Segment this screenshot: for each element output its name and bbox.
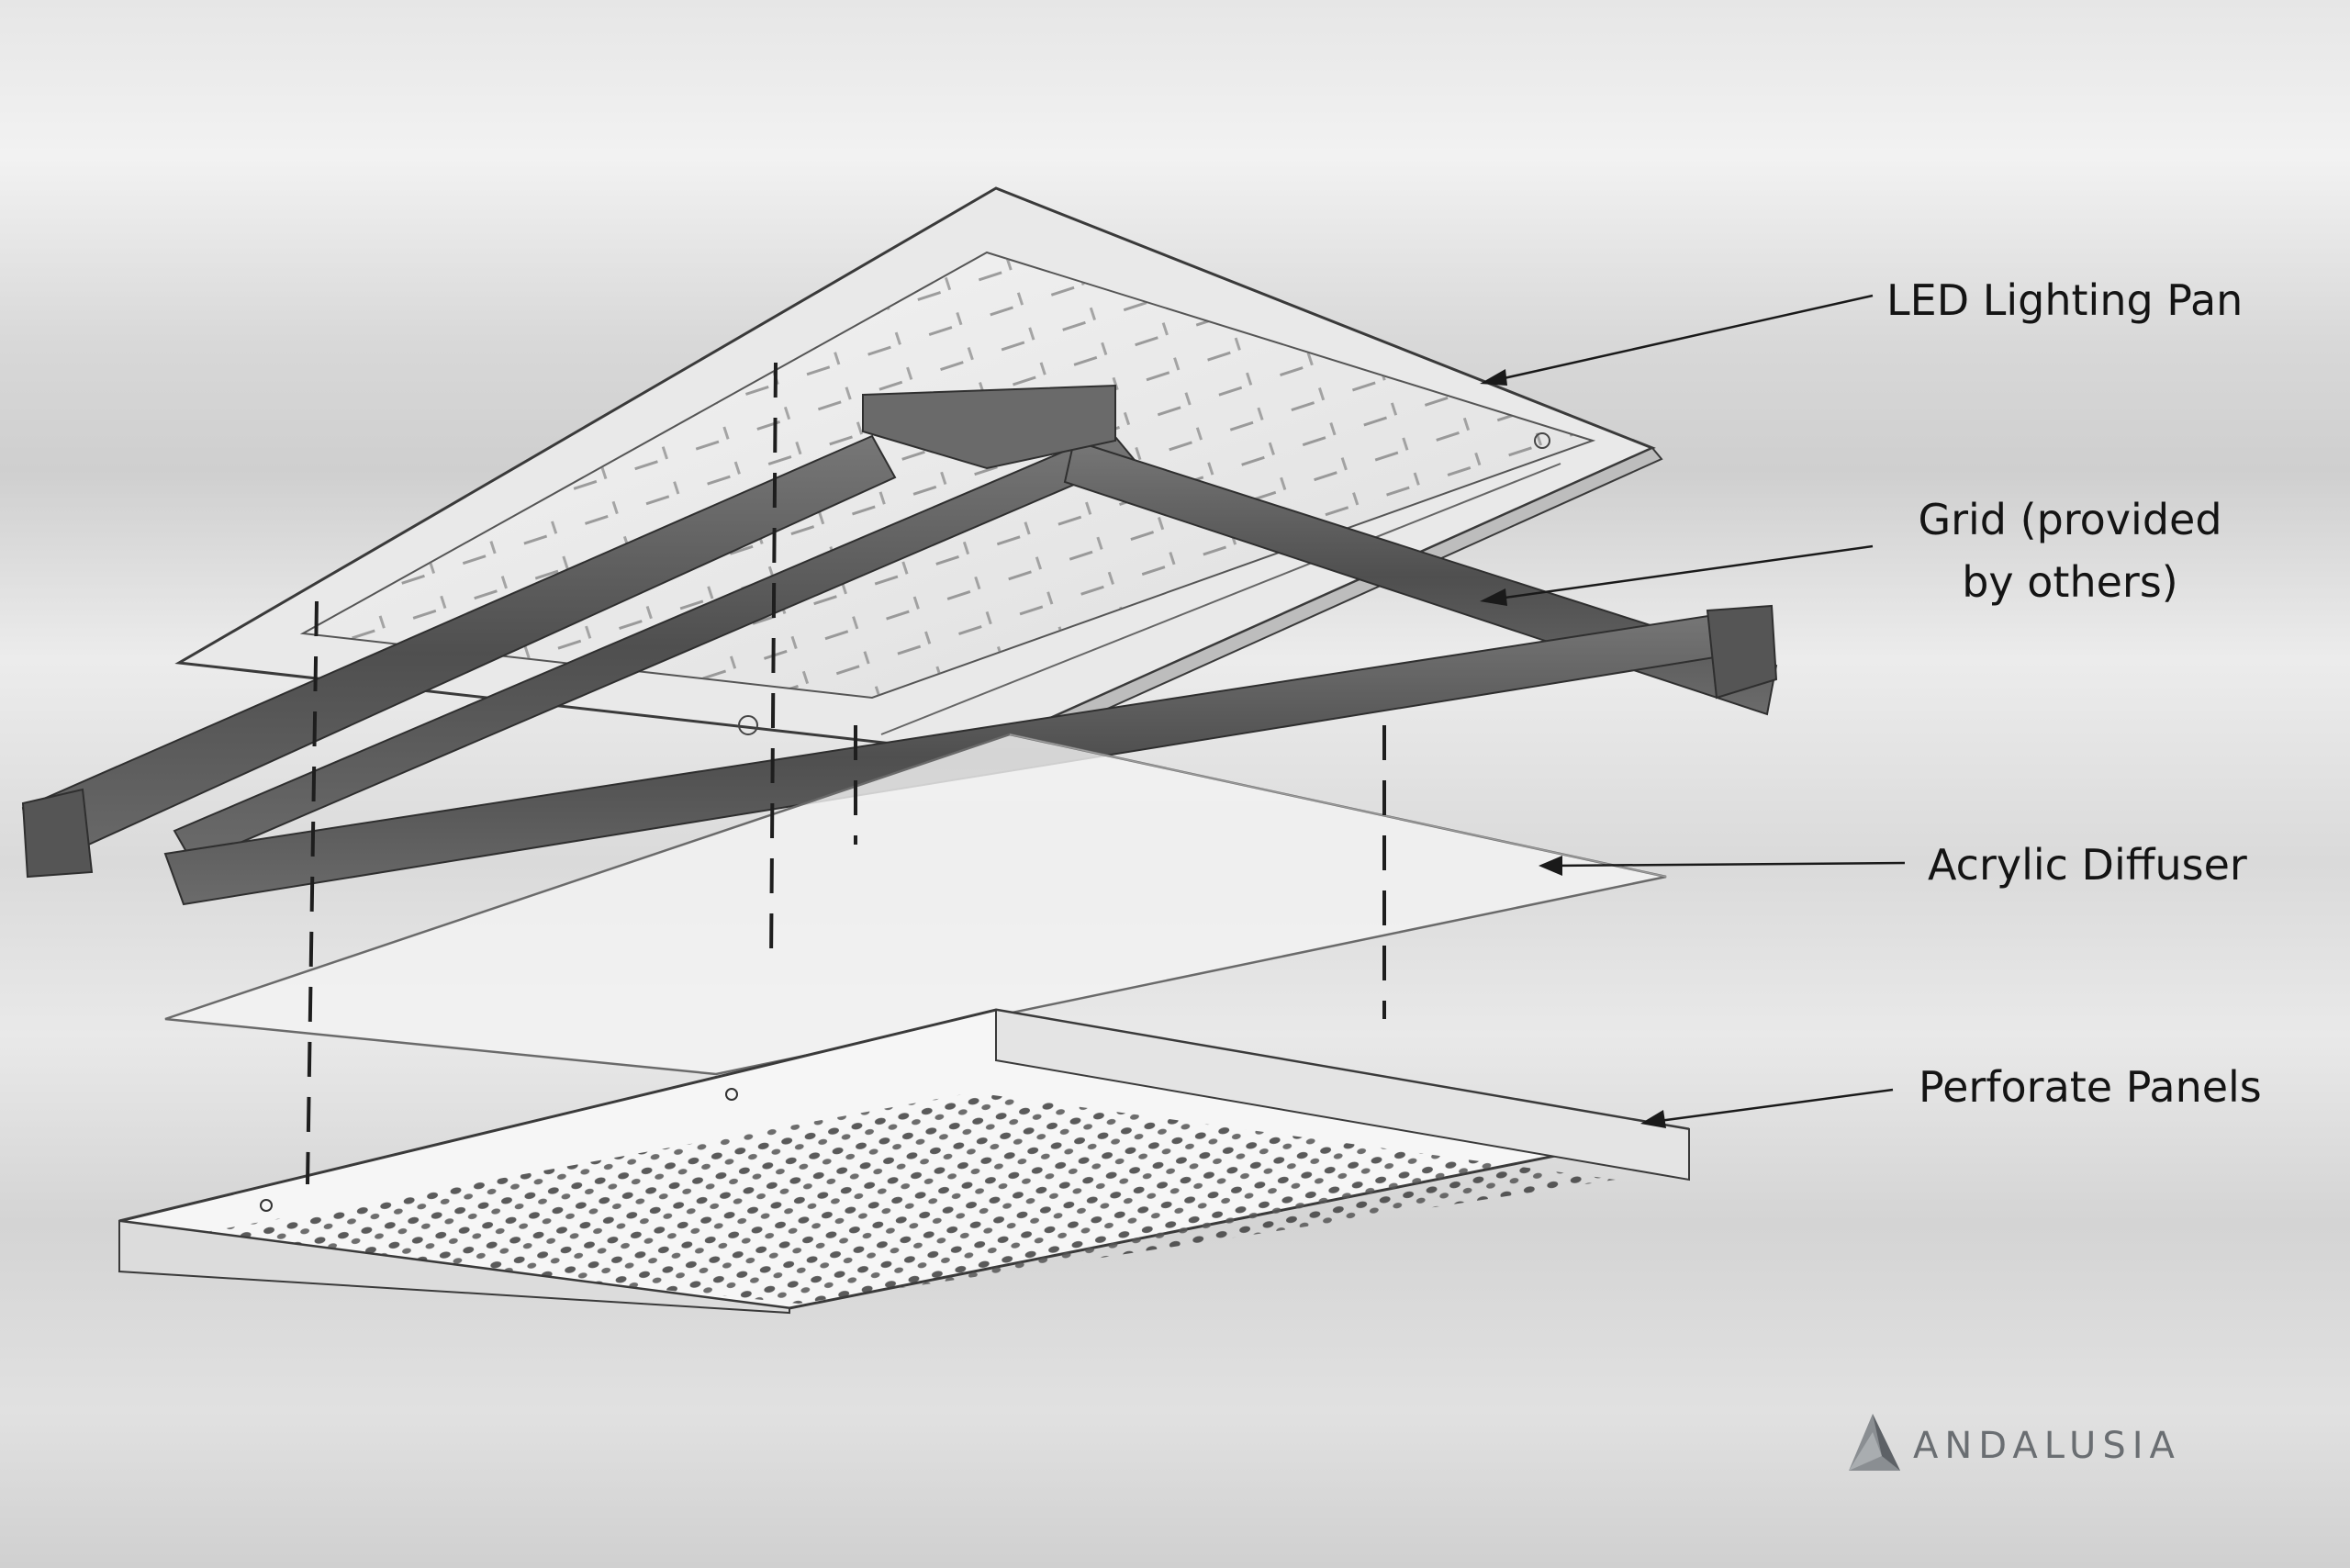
callout-grid: Grid (provided by others) xyxy=(1900,488,2240,613)
led-pan-fastener-2 xyxy=(738,715,758,735)
perforate-panel-screw xyxy=(260,1199,273,1212)
callout-led-lighting-pan: LED Lighting Pan xyxy=(1886,275,2244,325)
arrow-perforate xyxy=(1651,1088,1894,1124)
ceiling-grid xyxy=(21,384,1778,906)
arrow-head-perforate xyxy=(1640,1110,1666,1128)
acrylic-diffuser xyxy=(164,733,1667,1076)
perforate-panel-side xyxy=(995,1008,1690,1182)
arrow-led-pan xyxy=(1491,294,1874,383)
alignment-line-2 xyxy=(769,362,778,965)
perforate-panel-front-side xyxy=(118,1219,790,1315)
arrow-diffuser xyxy=(1550,861,1906,868)
callout-grid-line2: by others) xyxy=(1962,557,2178,607)
perforate-panel-holes xyxy=(165,1092,1616,1304)
grid-end-cap-left xyxy=(21,788,94,879)
led-pan-fastener xyxy=(1534,432,1550,449)
grid-end-cap-right xyxy=(1706,604,1778,700)
alignment-lines xyxy=(306,362,1386,1185)
callout-acrylic-diffuser: Acrylic Diffuser xyxy=(1928,840,2247,890)
led-pan-inner-edge xyxy=(880,463,1561,735)
grid-cross-tee xyxy=(862,384,1116,470)
arrow-head-led-pan xyxy=(1480,369,1507,386)
andalusia-logo-mark xyxy=(1849,1414,1900,1471)
callout-perforate-panels: Perforate Panels xyxy=(1919,1062,2262,1112)
brand-name: ANDALUSIA xyxy=(1913,1425,2181,1467)
alignment-line-1 xyxy=(306,600,319,1185)
diffuser-sheet xyxy=(164,733,1667,1076)
arrow-grid xyxy=(1491,544,1874,601)
perforate-panel xyxy=(118,1008,1690,1315)
brand: ANDALUSIA xyxy=(1845,1414,2181,1478)
callout-arrows xyxy=(1480,294,1906,1128)
callout-grid-line1: Grid (provided xyxy=(1918,495,2222,544)
arrow-head-diffuser xyxy=(1539,856,1562,876)
diffuser-edge-highlight xyxy=(1009,734,1667,878)
arrow-head-grid xyxy=(1480,588,1507,606)
perforate-panel-screw-2 xyxy=(725,1088,738,1101)
